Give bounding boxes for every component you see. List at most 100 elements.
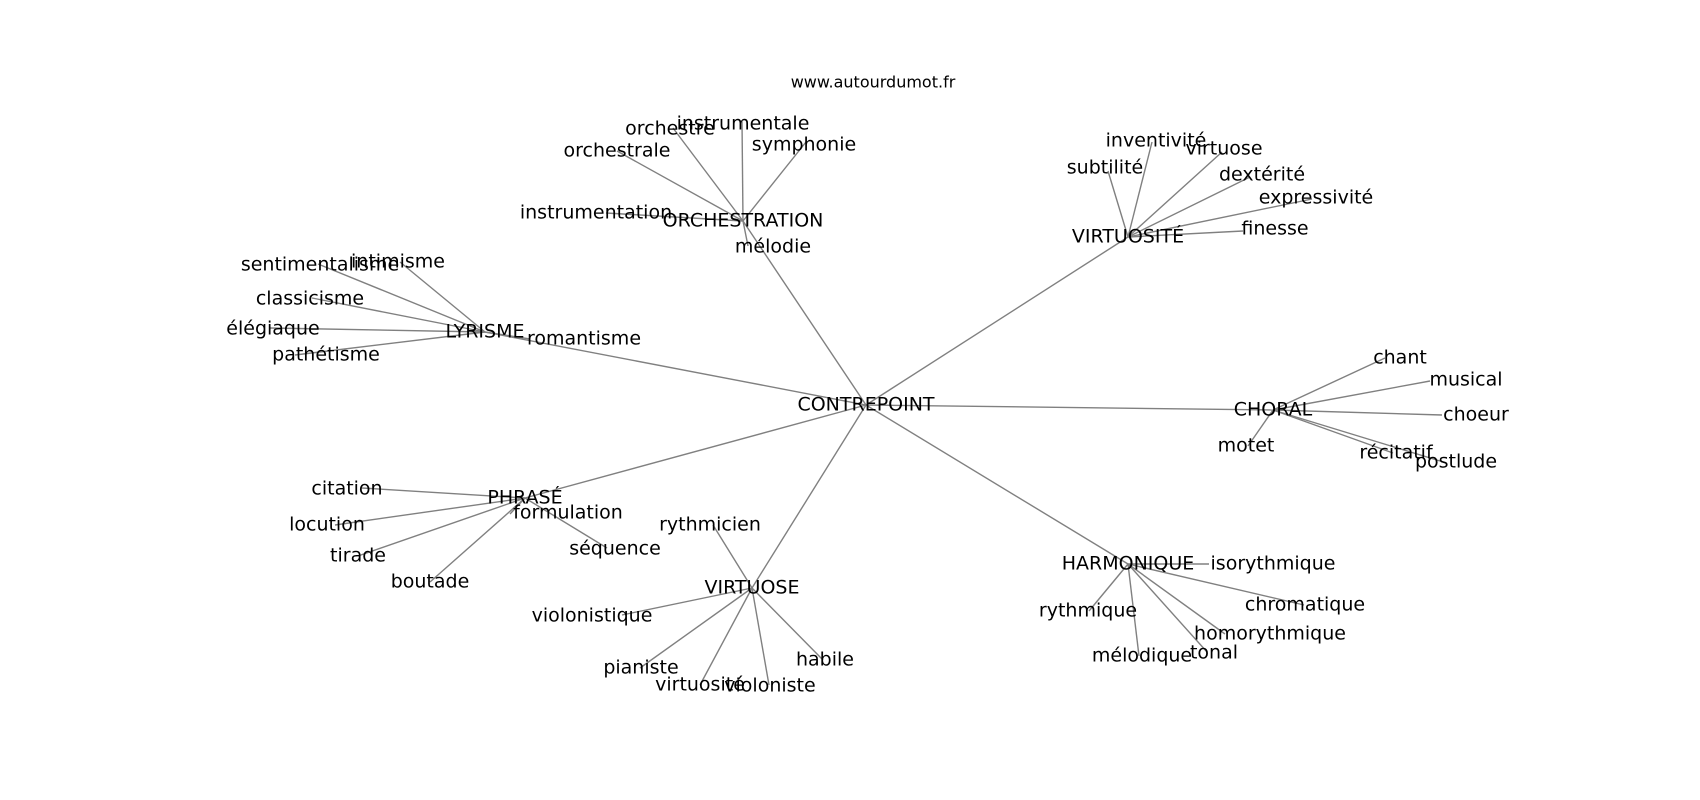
edge-root-lyrisme	[484, 331, 867, 406]
edge-choral-choeur	[1272, 409, 1443, 416]
edge-orchestration-instrumentation	[605, 212, 744, 222]
node-boutade: boutade	[391, 571, 470, 593]
node-romantisme: romantisme	[527, 328, 641, 350]
edge-phrase-boutade	[429, 497, 526, 583]
edge-lyrisme-pathetisme	[294, 331, 486, 356]
node-tonal: tonal	[1190, 642, 1238, 664]
edge-root-phrase	[524, 404, 867, 499]
node-violonistique: violonistique	[532, 605, 653, 627]
edge-root-virtuosite	[865, 236, 1129, 406]
node-locution: locution	[289, 514, 365, 536]
node-sequence: séquence	[569, 538, 661, 560]
edge-harmonique-chromatique	[1127, 563, 1305, 606]
node-citation: citation	[311, 478, 382, 500]
node-inventivite: inventivité	[1106, 130, 1207, 152]
node-formulation: formulation	[513, 502, 623, 524]
node-lyrisme: LYRISME	[446, 321, 525, 343]
node-virtuose: virtuose	[1185, 138, 1262, 160]
node-dexterite: dextérité	[1219, 164, 1305, 186]
node-motet: motet	[1218, 435, 1275, 457]
node-symphonie: symphonie	[752, 134, 856, 156]
node-melodie: mélodie	[735, 236, 811, 258]
node-classicisme: classicisme	[256, 288, 364, 310]
edge-choral-motet	[1247, 409, 1274, 447]
edge-orchestration-melodie	[742, 220, 749, 247]
node-subtilite: subtilité	[1067, 157, 1143, 179]
edge-virtuose-violoniste	[751, 587, 770, 686]
edge-virtuose-pianiste	[639, 587, 753, 669]
node-expressivite: expressivité	[1259, 187, 1373, 209]
node-instrumentale: instrumentale	[677, 113, 810, 135]
edge-lyrisme-elegiaque	[269, 327, 486, 333]
node-virtuosite: virtuosité	[655, 674, 745, 696]
node-root: CONTREPOINT	[797, 394, 934, 416]
node-finesse: finesse	[1241, 218, 1308, 240]
source-url: www.autourdumot.fr	[791, 73, 956, 92]
node-rythmicien: rythmicien	[659, 514, 761, 536]
edge-lyrisme-sentimentalisme	[317, 263, 486, 333]
node-harmonique: HARMONIQUE	[1062, 553, 1195, 575]
edge-harmonique-homorythmique	[1127, 563, 1226, 635]
node-violoniste: violoniste	[724, 675, 815, 697]
node-chant: chant	[1373, 347, 1427, 369]
node-virtuose: VIRTUOSE	[705, 577, 800, 599]
edge-virtuose-rythmicien	[712, 524, 753, 589]
node-choral: CHORAL	[1234, 399, 1313, 421]
node-virtuosite: VIRTUOSITÉ	[1072, 225, 1184, 248]
edge-orchestration-orchestre	[672, 127, 744, 222]
edge-lyrisme-romantisme	[484, 331, 531, 340]
edge-virtuose-habile	[751, 587, 824, 661]
edge-root-orchestration	[742, 220, 867, 406]
node-pathetisme: pathétisme	[272, 344, 380, 366]
edge-virtuosite-virtuose	[1127, 151, 1223, 238]
edge-lyrisme-intimisme	[399, 261, 486, 333]
node-instrumentation: instrumentation	[520, 202, 672, 224]
node-sentimentalisme: sentimentalisme	[241, 254, 399, 276]
node-chromatique: chromatique	[1245, 594, 1365, 616]
edge-virtuosite-subtilite	[1107, 170, 1129, 238]
node-musical: musical	[1429, 369, 1502, 391]
edge-virtuosite-expressivite	[1127, 198, 1313, 238]
edge-phrase-sequence	[524, 497, 608, 549]
graph-edges	[269, 120, 1443, 686]
node-tirade: tirade	[330, 545, 386, 567]
node-orchestrale: orchestrale	[564, 140, 671, 162]
edge-choral-postlude	[1272, 409, 1441, 462]
edge-harmonique-tonal	[1127, 563, 1208, 653]
edge-choral-chant	[1272, 357, 1386, 411]
edge-virtuose-virtuosite	[699, 587, 753, 686]
edge-root-virtuose	[751, 404, 867, 589]
edge-virtuosite-inventivite	[1127, 141, 1153, 238]
edge-root-harmonique	[865, 404, 1129, 565]
node-recitatif: récitatif	[1359, 442, 1434, 464]
edge-harmonique-melodique	[1127, 563, 1140, 657]
node-melodique: mélodique	[1092, 645, 1192, 667]
edge-choral-musical	[1272, 380, 1431, 411]
node-elegiaque: élégiaque	[226, 318, 319, 340]
edge-virtuosite-finesse	[1127, 230, 1244, 238]
node-intimisme: intimisme	[351, 251, 445, 273]
edge-phrase-citation	[361, 487, 526, 499]
node-homorythmique: homorythmique	[1194, 623, 1346, 645]
node-orchestre: orchestre	[625, 118, 715, 140]
node-phrase: PHRASÉ	[487, 486, 562, 509]
node-pianiste: pianiste	[603, 657, 678, 679]
node-orchestration: ORCHESTRATION	[663, 210, 824, 232]
node-habile: habile	[796, 649, 854, 671]
edge-choral-recitatif	[1272, 409, 1394, 454]
node-isorythmique: isorythmique	[1211, 553, 1336, 575]
edge-orchestration-instrumentale	[741, 120, 744, 222]
edge-phrase-tirade	[357, 497, 526, 557]
graph-labels: www.autourdumot.fr ORCHESTRATION orchestr…	[226, 73, 1509, 697]
edge-virtuosite-dexterite	[1127, 176, 1251, 238]
edge-root-choral	[865, 404, 1274, 411]
node-postlude: postlude	[1415, 451, 1497, 473]
node-choeur: choeur	[1443, 404, 1509, 426]
edge-harmonique-rythmique	[1088, 563, 1129, 612]
edge-orchestration-orchestrale	[616, 150, 744, 222]
node-rythmique: rythmique	[1039, 600, 1137, 622]
edge-lyrisme-classicisme	[311, 297, 486, 333]
edge-orchestration-symphonie	[742, 141, 807, 222]
edge-phrase-locution	[334, 497, 526, 526]
